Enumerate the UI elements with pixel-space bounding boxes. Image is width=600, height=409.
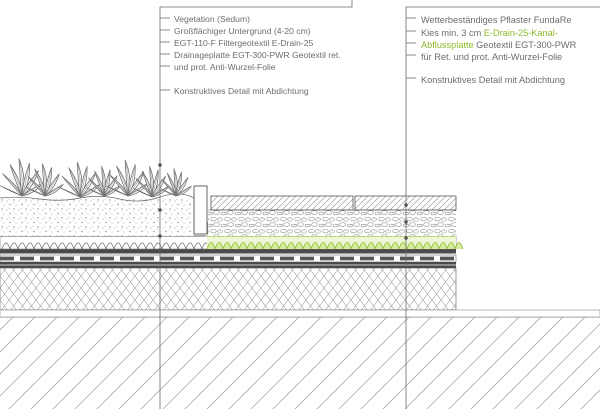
gravel-bed — [208, 210, 456, 236]
leader-tick-marks — [160, 17, 416, 91]
label-gravel-line: Kies min. 3 cm E-Drain-25-Kanal- — [421, 27, 558, 39]
drainage-channel-board-highlight — [206, 235, 464, 250]
label-paving: Wetterbeständiges Pflaster FundaRe — [421, 15, 572, 25]
insulation-lower-band — [0, 309, 600, 318]
label-gravel: Kies min. 3 cm — [421, 28, 484, 38]
leader-dots — [158, 163, 408, 252]
right-leader-frame — [405, 6, 600, 409]
label-vegetation: Vegetation (Sedum) — [174, 14, 250, 24]
paving-slab-1 — [210, 195, 354, 211]
label-channel-board-highlight-2: Abflussplatte — [421, 40, 474, 50]
label-root-barrier-right: für Ret. und prot. Anti-Wurzel-Folie — [421, 52, 563, 62]
label-substrate: Großflächiger Untergrund (4-20 cm) — [174, 26, 311, 36]
substrate-layer — [0, 198, 194, 236]
label-detail-left: Konstruktives Detail mit Abdichtung — [174, 86, 309, 96]
membrane-layer-dark — [0, 249, 456, 254]
label-channel-board-highlight-1: E-Drain-25-Kanal- — [483, 28, 558, 38]
sedum-vegetation — [0, 158, 192, 198]
label-detail-right: Konstruktives Detail mit Abdichtung — [421, 75, 566, 85]
paving-slab-2 — [354, 195, 457, 211]
label-geotextile-right: Geotextil EGT-300-PWR — [473, 40, 577, 50]
label-channel-line: Abflussplatte Geotextil EGT-300-PWR — [421, 39, 576, 51]
concrete-slab — [0, 317, 600, 409]
label-root-barrier: und prot. Anti-Wurzel-Folie — [174, 62, 276, 72]
edge-profile — [193, 185, 208, 235]
label-drainage-board: Drainageplatte EGT-300-PWR Geotextil ret… — [174, 50, 341, 60]
left-leader-frame — [159, 0, 353, 409]
insulation-layer — [0, 268, 456, 310]
label-filter-geotextile: EGT-110-F Filtergeotextil E-Drain-25 — [174, 38, 314, 48]
